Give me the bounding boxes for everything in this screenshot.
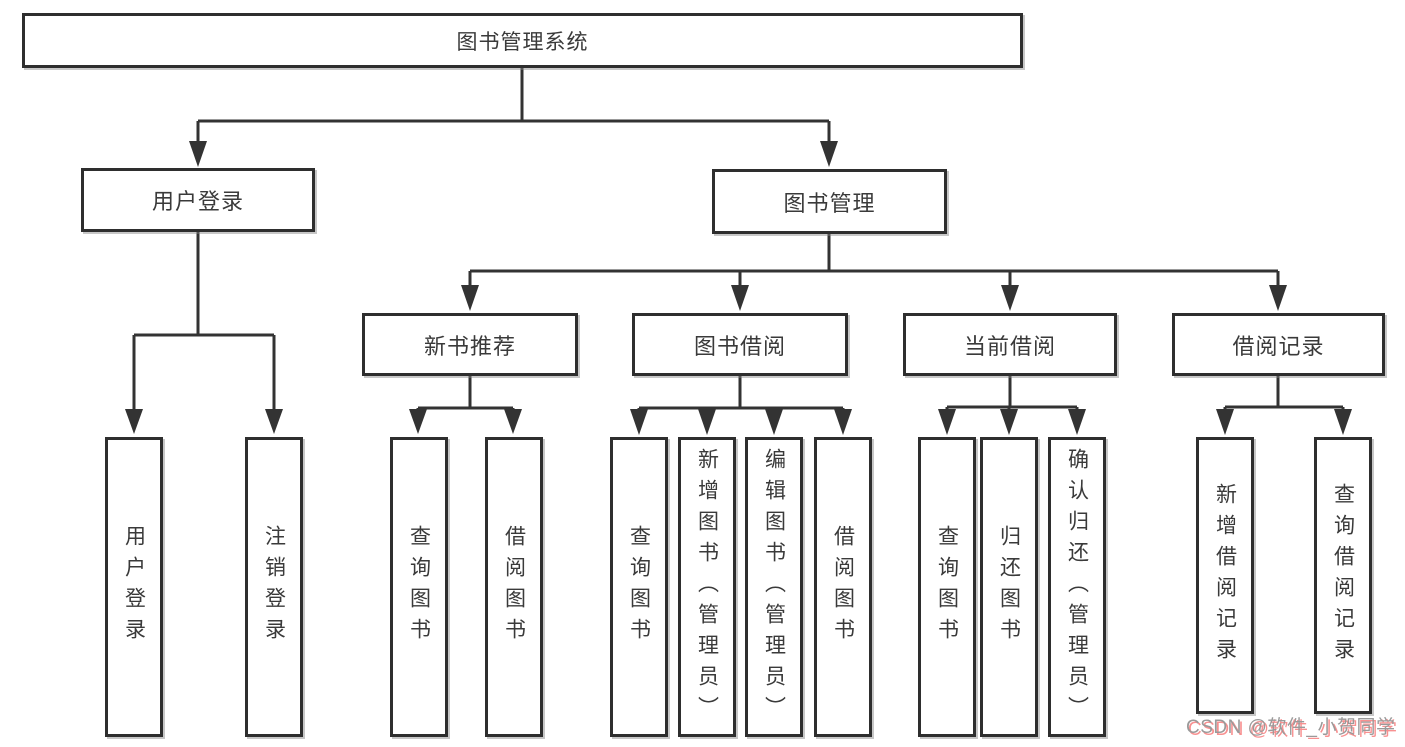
leaf-label: 编辑图书（管理员） bbox=[762, 447, 786, 727]
connector-current-borrow bbox=[945, 376, 1079, 413]
arrow-icon bbox=[461, 285, 479, 311]
arrow-icon bbox=[125, 409, 143, 434]
leaf-confirm-return-admin: 确认归还（管理员） bbox=[1048, 437, 1106, 737]
node-label: 当前借阅 bbox=[963, 333, 1056, 359]
leaf-query-book-3: 查询图书 bbox=[918, 437, 976, 737]
connector-book-mgmt bbox=[468, 234, 1280, 288]
leaf-edit-book-admin: 编辑图书（管理员） bbox=[745, 437, 803, 737]
arrow-icon bbox=[834, 409, 852, 435]
arrow-icon bbox=[504, 409, 522, 434]
arrow-icon bbox=[698, 409, 716, 435]
node-label: 借阅记录 bbox=[1232, 333, 1325, 359]
node-label: 新书推荐 bbox=[423, 333, 516, 359]
connector-root bbox=[196, 68, 831, 144]
arrow-icon bbox=[1269, 285, 1287, 311]
leaf-add-borrow-record: 新增借阅记录 bbox=[1196, 437, 1254, 714]
leaf-query-borrow-record: 查询借阅记录 bbox=[1314, 437, 1372, 714]
leaf-logout: 注销登录 bbox=[245, 437, 303, 737]
connector-book-borrow bbox=[637, 376, 845, 413]
leaf-label: 新增图书（管理员） bbox=[695, 447, 719, 727]
leaf-return-book: 归还图书 bbox=[980, 437, 1038, 737]
leaf-label: 归还图书 bbox=[997, 525, 1021, 649]
leaf-label: 借阅图书 bbox=[831, 525, 855, 649]
leaf-label: 确认归还（管理员） bbox=[1065, 447, 1089, 727]
connector-borrow-records bbox=[1223, 376, 1345, 413]
leaf-label: 查询图书 bbox=[407, 525, 431, 649]
arrow-icon bbox=[630, 409, 648, 435]
leaf-user-login: 用户登录 bbox=[105, 437, 163, 737]
node-new-book-recommend: 新书推荐 bbox=[362, 313, 578, 376]
leaf-label: 查询图书 bbox=[627, 525, 651, 649]
leaf-query-book-1: 查询图书 bbox=[390, 437, 448, 737]
connector-user-login bbox=[132, 232, 276, 412]
node-book-management: 图书管理 bbox=[712, 169, 947, 234]
leaf-label: 查询图书 bbox=[935, 525, 959, 649]
leaf-borrow-book-1: 借阅图书 bbox=[485, 437, 543, 737]
leaf-label: 新增借阅记录 bbox=[1213, 482, 1237, 669]
arrow-icon bbox=[1000, 409, 1018, 435]
arrow-icon bbox=[820, 141, 838, 167]
leaf-label: 用户登录 bbox=[122, 525, 146, 649]
leaf-label: 注销登录 bbox=[262, 525, 286, 649]
node-label: 图书管理系统 bbox=[456, 30, 589, 54]
connector-new-book bbox=[416, 376, 515, 413]
arrowheads bbox=[125, 141, 1352, 435]
node-label: 图书借阅 bbox=[693, 333, 786, 359]
arrow-icon bbox=[1068, 409, 1086, 435]
leaf-borrow-book-2: 借阅图书 bbox=[814, 437, 872, 737]
csdn-watermark: CSDN @软件_小贺同学 bbox=[1186, 717, 1396, 738]
arrow-icon bbox=[731, 285, 749, 311]
leaf-label: 查询借阅记录 bbox=[1331, 482, 1355, 669]
arrow-icon bbox=[1001, 285, 1019, 311]
node-user-login: 用户登录 bbox=[81, 168, 315, 232]
leaf-add-book-admin: 新增图书（管理员） bbox=[678, 437, 736, 737]
leaf-query-book-2: 查询图书 bbox=[610, 437, 668, 737]
arrow-icon bbox=[938, 409, 956, 435]
node-borrow-records: 借阅记录 bbox=[1172, 313, 1385, 376]
arrow-icon bbox=[265, 409, 283, 434]
arrow-icon bbox=[765, 409, 783, 435]
arrow-icon bbox=[189, 141, 207, 167]
node-label: 用户登录 bbox=[151, 189, 244, 214]
node-label: 图书管理 bbox=[783, 190, 876, 216]
node-library-system: 图书管理系统 bbox=[22, 13, 1023, 68]
arrow-icon bbox=[1216, 409, 1234, 435]
node-book-borrow: 图书借阅 bbox=[632, 313, 848, 376]
arrow-icon bbox=[1334, 409, 1352, 435]
leaf-label: 借阅图书 bbox=[502, 525, 526, 649]
node-current-borrow: 当前借阅 bbox=[903, 313, 1117, 376]
arrow-icon bbox=[409, 409, 427, 434]
